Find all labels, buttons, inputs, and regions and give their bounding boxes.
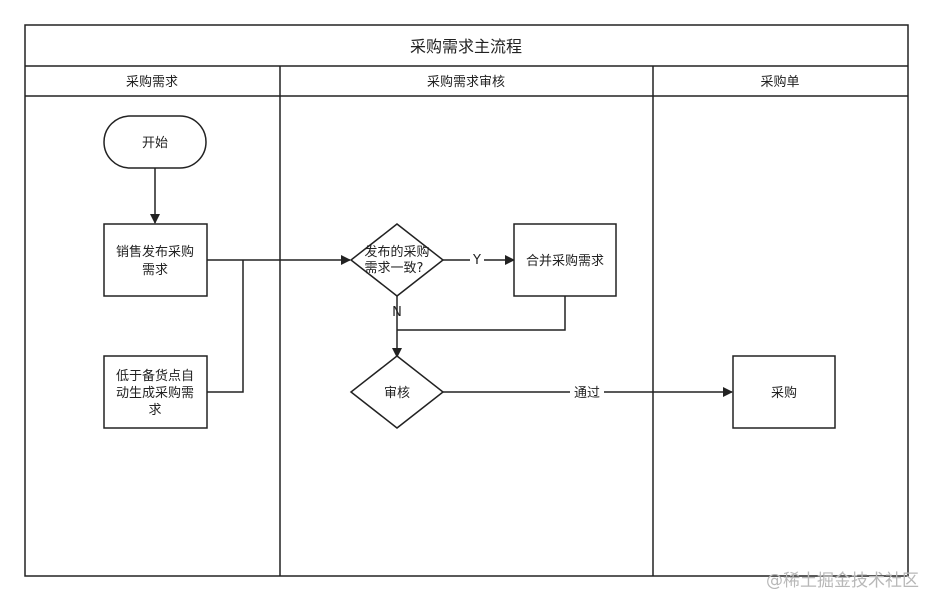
watermark: @稀土掘金技术社区 [766, 571, 919, 591]
node-review-label: 审核 [384, 386, 410, 401]
swimlane-pool [24, 24, 909, 577]
pool-title: 采购需求主流程 [410, 37, 522, 56]
node-merge-label: 合并采购需求 [526, 253, 604, 269]
node-sales-line1: 销售发布采购 [116, 244, 194, 260]
edge-label-pass-bg [570, 383, 604, 400]
lane-header-review: 采购需求审核 [427, 74, 505, 90]
edge-merge-to-review [397, 296, 566, 331]
edge-label-yes: Y [472, 253, 481, 268]
node-auto-line1: 低于备货点自 [116, 368, 194, 384]
edge-auto-to-decision [207, 260, 244, 393]
lane-header-order: 采购单 [760, 74, 799, 90]
node-decision-consistent: 发布的采购 需求一致? [349, 223, 445, 297]
node-auto-generate: 低于备货点自 动生成采购需 求 [103, 355, 208, 429]
node-sales-line2: 需求 [142, 263, 168, 278]
node-merge-requirements: 合并采购需求 [513, 223, 617, 297]
node-auto-line3: 求 [148, 403, 161, 418]
node-sales-publish: 销售发布采购 需求 [103, 223, 208, 297]
node-start-label: 开始 [142, 136, 168, 151]
edge-label-pass: 通过 [574, 386, 600, 401]
node-decision-line1: 发布的采购 [364, 244, 429, 260]
node-auto-line2: 动生成采购需 [116, 385, 194, 401]
lane-header-requirement: 采购需求 [126, 74, 178, 90]
node-review: 审核 [349, 355, 445, 429]
node-decision-line2: 需求一致? [365, 261, 424, 276]
edge-label-no: N [392, 305, 402, 320]
node-start: 开始 [103, 115, 207, 169]
node-purchase: 采购 [732, 355, 836, 429]
edge-label-yes-bg [470, 251, 484, 268]
node-purchase-label: 采购 [771, 385, 797, 401]
edges [150, 168, 733, 397]
